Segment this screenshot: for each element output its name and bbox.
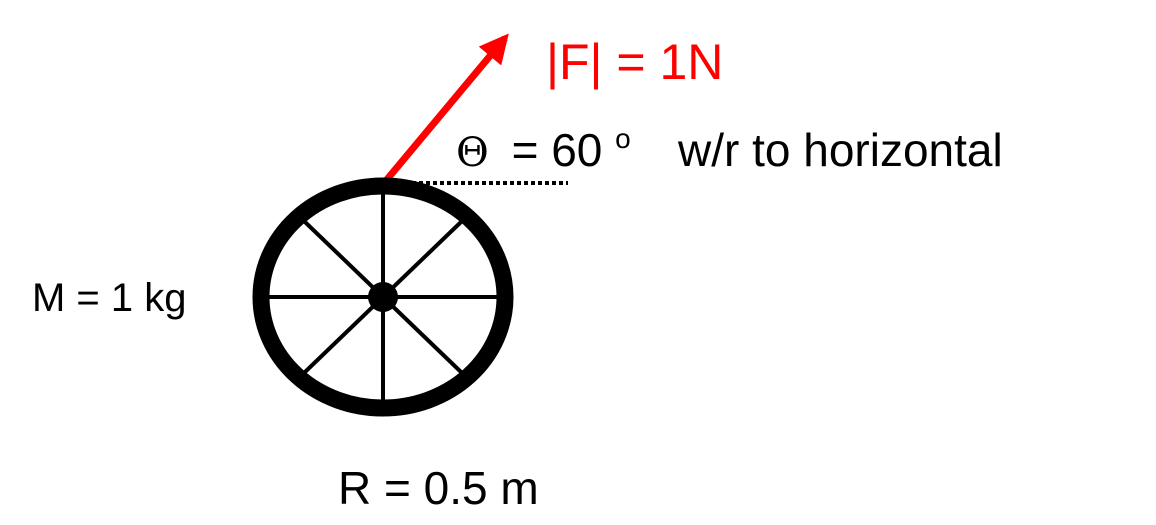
radius-label: R = 0.5 m xyxy=(338,462,539,514)
wheel-spokes xyxy=(268,190,498,404)
wheel xyxy=(252,177,514,417)
spoke xyxy=(303,295,385,374)
spoke xyxy=(381,220,463,299)
spoke xyxy=(303,220,385,299)
wheel-hub xyxy=(368,282,398,312)
wheel-rim xyxy=(252,177,514,417)
spoke xyxy=(381,295,463,374)
force-label: |F| = 1N xyxy=(546,34,723,90)
force-arrow xyxy=(381,33,509,186)
angle-value: = 60 xyxy=(512,124,603,176)
angle-label: Θ = 60 o xyxy=(456,123,631,176)
angle-reference-label: w/r to horizontal xyxy=(677,124,1003,176)
angle-symbol: Θ xyxy=(456,130,489,176)
angle-degree-mark: o xyxy=(615,123,631,154)
mass-label: M = 1 kg xyxy=(32,276,187,320)
